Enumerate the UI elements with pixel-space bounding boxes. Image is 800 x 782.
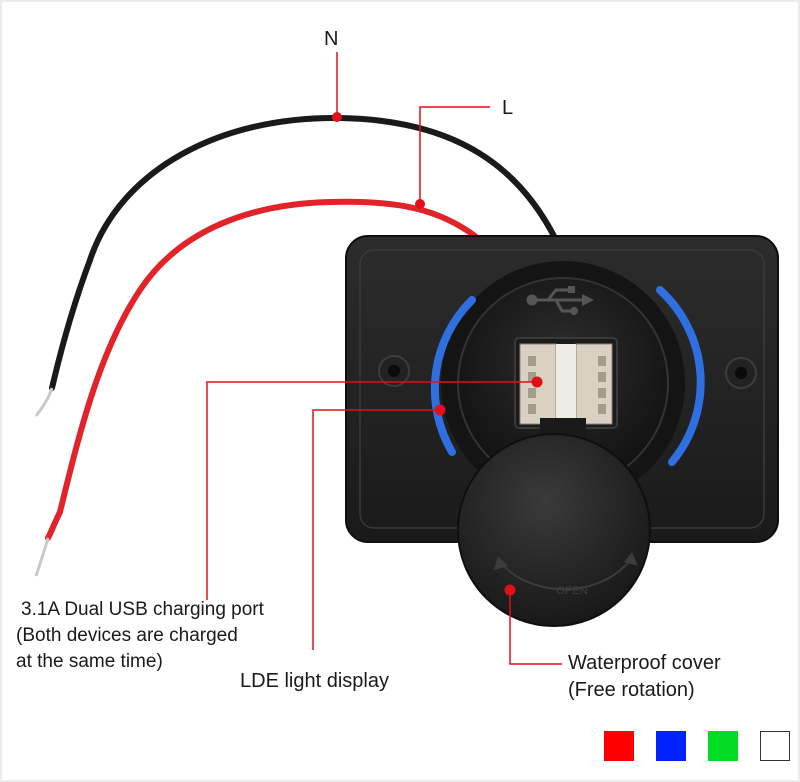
usb-port-divider <box>556 344 576 424</box>
cover-marker-dot <box>504 584 516 596</box>
swatch-red <box>604 731 634 761</box>
left-screw-hole-center <box>388 365 400 377</box>
red-wire-bare-end <box>34 537 50 577</box>
swatch-white <box>760 731 790 761</box>
usb-port-right <box>575 343 613 425</box>
live-marker-dot <box>415 199 425 209</box>
led-marker-dot <box>434 404 446 416</box>
live-leader-line <box>419 106 490 203</box>
usb-symbol-icon <box>526 286 594 315</box>
red-wire <box>45 198 478 541</box>
cover-leader-line <box>509 590 562 665</box>
cover-callout-line2: (Free rotation) <box>568 679 695 701</box>
led-ring-right-arc <box>656 286 705 466</box>
swatch-blue <box>656 731 686 761</box>
usb-port-callout-line3: at the same time) <box>16 651 163 672</box>
swatch-green <box>708 731 738 761</box>
usb-port-marker-dot <box>531 376 543 388</box>
cover-callout-line1: Waterproof cover <box>568 652 721 674</box>
usb-port-callout-line2: (Both devices are charged <box>16 625 238 646</box>
black-wire <box>49 114 558 391</box>
cover-embossed-text: OPEN <box>556 585 587 597</box>
neutral-marker-dot <box>332 112 342 122</box>
waterproof-cover <box>457 433 651 627</box>
neutral-wire-label: N <box>324 28 339 50</box>
usb-port-left-contacts <box>528 356 536 414</box>
right-screw-hole-center <box>735 367 747 379</box>
usb-port-leader-line <box>206 381 537 600</box>
cover-arrow-head-right <box>624 552 638 566</box>
black-wire-bare-end <box>34 387 54 417</box>
cover-rotation-arrow <box>499 557 633 591</box>
led-ring-left-arc <box>430 296 476 456</box>
led-callout: LDE light display <box>240 670 389 692</box>
usb-port-right-contacts <box>598 356 606 414</box>
live-wire-label: L <box>502 97 514 119</box>
led-leader-line <box>312 409 440 650</box>
cover-arrow-head-left <box>494 556 508 570</box>
usb-port-callout-line1: 3.1A Dual USB charging port <box>21 599 264 620</box>
